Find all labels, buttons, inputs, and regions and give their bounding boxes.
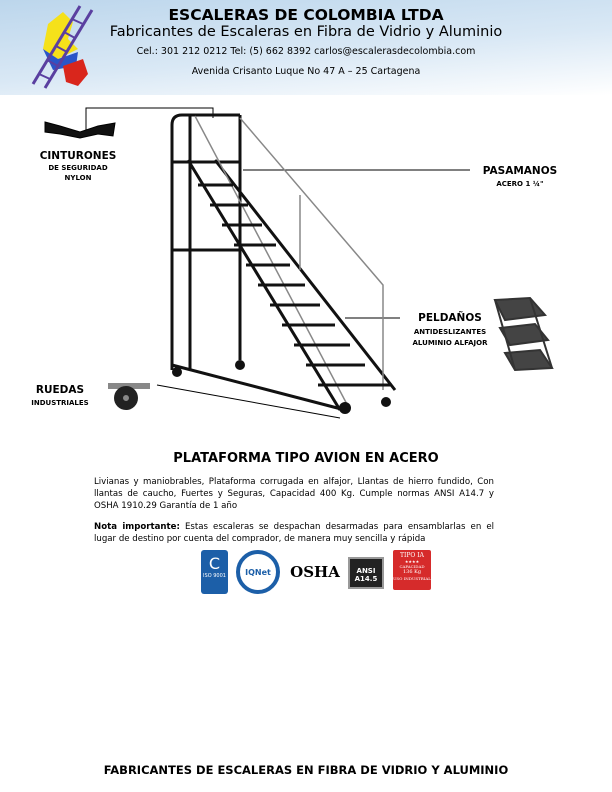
belts-line2: NYLON — [64, 174, 92, 182]
product-description: Livianas y maniobrables, Plataforma corr… — [94, 477, 494, 511]
product-title: PLATAFORMA TIPO AVION EN ACERO — [173, 451, 439, 466]
address: Avenida Crisanto Luque No 47 A – 25 Cart… — [191, 66, 421, 77]
footer-text: FABRICANTES DE ESCALERAS EN FIBRA DE VID… — [103, 763, 509, 777]
handrail-title: PASAMANOS — [482, 165, 558, 177]
steps-title: PELDAÑOS — [418, 312, 482, 324]
important-note: Nota importante: Estas escaleras se desp… — [94, 521, 494, 545]
note-text: Estas escaleras se despachan desarmadas … — [94, 522, 494, 544]
osha-logo: OSHA — [290, 563, 340, 581]
belts-title: CINTURONES — [39, 150, 117, 162]
belts-line1: DE SEGURIDAD — [48, 164, 108, 172]
company-name: ESCALERAS DE COLOMBIA LTDA — [168, 6, 444, 24]
wheel-icon — [108, 383, 150, 410]
handrail-line1: ACERO 1 ¼" — [496, 180, 544, 188]
wheels-title: RUEDAS — [35, 384, 85, 396]
header-background — [0, 0, 612, 95]
company-logo — [31, 5, 94, 89]
ladder-illustration — [44, 107, 554, 419]
step-detail-icon — [493, 296, 554, 372]
note-label: Nota importante: — [94, 522, 180, 532]
iqnet-logo: IQNet — [236, 550, 280, 594]
wheels-line1: INDUSTRIALES — [31, 399, 89, 407]
contact-info: Cel.: 301 212 0212 Tel: (5) 662 8392 car… — [136, 46, 476, 57]
steps-line2: ALUMINIO ALFAJOR — [412, 339, 488, 347]
steps-line1: ANTIDESLIZANTES — [413, 328, 487, 336]
company-tagline: Fabricantes de Escaleras en Fibra de Vid… — [109, 24, 503, 40]
